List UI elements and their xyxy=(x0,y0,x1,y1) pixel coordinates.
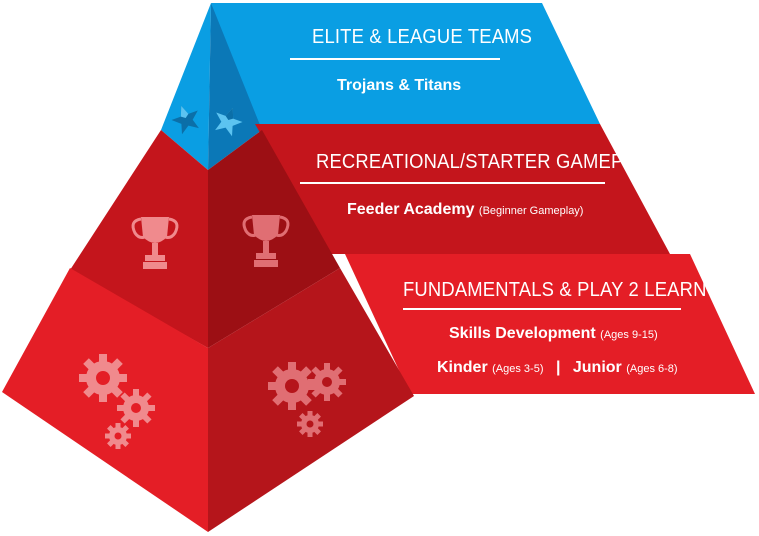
top-tier-banner xyxy=(211,3,600,124)
recreational-tier-program: Feeder Academy (Beginner Gameplay) xyxy=(347,201,583,219)
fundamentals-tier-skills: Skills Development (Ages 9-15) xyxy=(449,325,658,343)
elite-tier-title: ELITE & LEAGUE TEAMS xyxy=(312,26,533,48)
junior-note: (Ages 6-8) xyxy=(626,363,678,375)
gears-icon xyxy=(79,354,155,449)
recreational-tier-divider xyxy=(300,182,605,184)
elite-tier-divider xyxy=(290,58,500,60)
kinder-label: Kinder xyxy=(437,359,488,376)
skills-development-label: Skills Development xyxy=(449,325,596,342)
middle-tier-left-face xyxy=(70,130,208,348)
star-icon xyxy=(215,107,243,137)
middle-tier-banner xyxy=(255,124,670,254)
bottom-tier-banner xyxy=(345,254,755,394)
kinder-note: (Ages 3-5) xyxy=(492,363,544,375)
skills-development-note: (Ages 9-15) xyxy=(600,329,658,341)
age-group-separator: | xyxy=(555,359,561,376)
recreational-tier-title: RECREATIONAL/STARTER GAMEPLAY xyxy=(316,151,658,173)
fundamentals-tier-divider xyxy=(403,308,681,310)
elite-tier-teams: Trojans & Titans xyxy=(337,77,462,94)
trophy-icon xyxy=(131,217,179,269)
feeder-academy-label: Feeder Academy xyxy=(347,201,475,218)
fundamentals-tier-age-groups: Kinder (Ages 3-5) | Junior (Ages 6-8) xyxy=(437,359,678,377)
star-icon xyxy=(171,105,199,135)
top-tier-left-face xyxy=(161,3,211,170)
trophy-icon xyxy=(242,215,290,267)
middle-tier-right-face xyxy=(208,130,340,348)
fundamentals-tier-title: FUNDAMENTALS & PLAY 2 LEARN xyxy=(403,279,707,301)
feeder-academy-note: (Beginner Gameplay) xyxy=(478,205,584,217)
junior-label: Junior xyxy=(572,359,622,376)
gears-icon xyxy=(268,362,346,437)
